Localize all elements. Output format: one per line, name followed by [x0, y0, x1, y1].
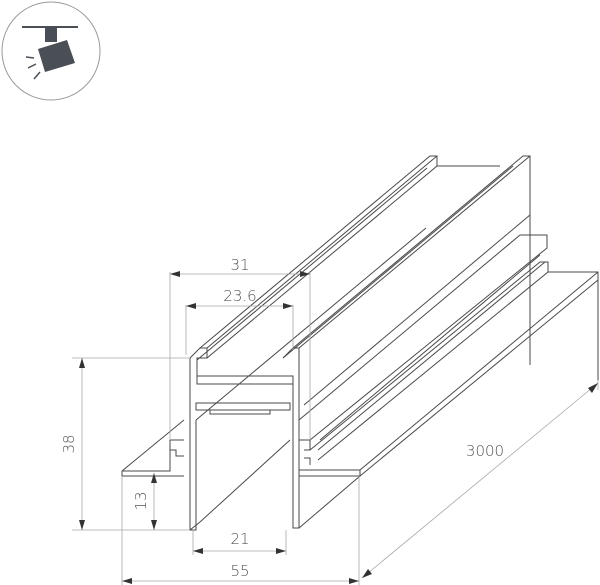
- dimension-labels: 31 23.6 38 13 21 55 3000: [60, 256, 504, 580]
- dim-width-total: 55: [230, 562, 249, 580]
- dim-height-flange: 13: [132, 491, 150, 510]
- profile-extrusion-edges: [121, 155, 599, 531]
- dim-length: 3000: [466, 442, 504, 460]
- dim-height-total: 38: [60, 434, 78, 453]
- track-spotlight-icon: [1, 1, 101, 101]
- dim-width-top-outer: 31: [230, 256, 249, 274]
- dim-width-top-inner: 23.6: [223, 287, 256, 305]
- dim-width-bottom-inner: 21: [230, 530, 249, 548]
- profile-front-face: [121, 347, 361, 531]
- dimension-lines: [72, 271, 599, 585]
